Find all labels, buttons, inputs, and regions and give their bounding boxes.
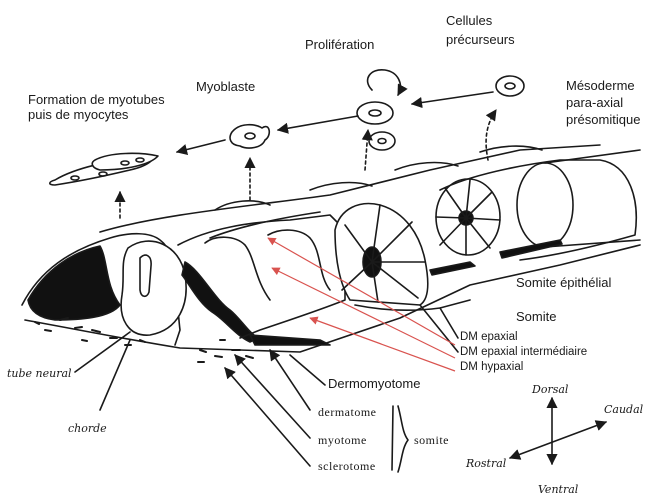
layers-bracket-brace <box>397 405 409 473</box>
leader-dermomyotome <box>289 354 326 386</box>
body-bottom-edge <box>24 244 641 353</box>
dermomyotome-ridge <box>209 211 321 239</box>
black-stripe <box>181 261 259 343</box>
leader-myotome <box>234 354 311 439</box>
neural-tube-shape <box>120 240 187 336</box>
mesoderm-cell-icon <box>495 75 525 97</box>
ventral-label: Ventral <box>538 483 579 496</box>
somite-spokes <box>341 204 426 303</box>
leader-sclerotome <box>224 367 311 467</box>
red-arrow-3 <box>309 316 456 372</box>
myocytes-icon <box>48 152 159 186</box>
dermomyotome-label: Dermomyotome <box>328 376 421 391</box>
somite-side <box>354 299 471 311</box>
myoblaste-label: Myoblaste <box>196 79 256 94</box>
ridge-2 <box>309 181 373 191</box>
mesoderme-label-1: Mésoderme <box>566 78 635 93</box>
layers-bracket-left <box>391 405 394 471</box>
arrow-precursors-to-myoblast <box>276 115 359 134</box>
dorsal-label: Dorsal <box>532 383 569 396</box>
dm-epaxial-intermediaire-label: DM epaxial intermédiaire <box>460 346 588 358</box>
dermatome-label: dermatome <box>318 405 377 419</box>
ridge-4 <box>479 145 543 153</box>
caudal-label: Caudal <box>604 403 644 416</box>
dashed-arrow-3 <box>361 128 373 171</box>
dm-line-2 <box>419 304 459 353</box>
myoblast-icon <box>229 123 271 149</box>
epithelial-spokes <box>435 179 501 256</box>
axis-rostral-caudal <box>508 420 608 460</box>
mesoderme-label-2: para-axial <box>566 95 624 110</box>
left-black-mass <box>27 245 121 321</box>
cellules-label-1: Cellules <box>446 13 493 28</box>
sclerotome-label: sclerotome <box>318 459 376 473</box>
proliferation-label: Prolifération <box>305 37 375 52</box>
mesoderme-label-3: présomitique <box>566 112 641 127</box>
ridge-1 <box>214 200 271 211</box>
chorde-label: chorde <box>68 422 107 435</box>
tube-neural-label: tube neural <box>7 367 72 380</box>
dm-hypaxial-label: DM hypaxial <box>460 361 524 373</box>
arrow-myoblast-to-myocytes <box>175 139 226 155</box>
ventral-stripe-2 <box>429 261 476 276</box>
rostral-label: Rostral <box>466 457 507 470</box>
somite-group-label: somite <box>414 433 449 447</box>
ridge-3 <box>394 161 459 171</box>
somite-label: Somite <box>516 309 557 324</box>
proliferation-arrow <box>366 69 408 96</box>
leader-tube-neural <box>74 331 131 373</box>
red-arrow-1 <box>267 237 456 346</box>
somite-epithelial-label: Somite épithélial <box>516 275 612 290</box>
neural-canal <box>139 254 152 298</box>
dm-line-1 <box>439 307 459 339</box>
leader-chorde <box>99 339 131 411</box>
formation-label: Formation de myotubes puis de myocytes <box>28 92 165 122</box>
flap-1 <box>204 236 271 301</box>
epithelial-body <box>439 159 638 261</box>
dermomyotome-sheet <box>177 214 346 339</box>
cellules-label-2: précurseurs <box>446 32 515 47</box>
dm-epaxial-label: DM epaxial <box>460 331 518 343</box>
psm-end <box>516 162 574 248</box>
somite-section <box>334 202 429 306</box>
red-arrow-2 <box>271 267 456 359</box>
dashed-arrow-4 <box>485 109 497 161</box>
body-top-edge <box>99 144 601 233</box>
precursor-cells-icon <box>356 101 396 151</box>
leader-dermatome <box>269 349 311 411</box>
arrow-mesoderm-to-precursors <box>410 91 494 109</box>
psm-body <box>544 149 641 248</box>
myotome-label: myotome <box>318 433 367 447</box>
ventral-stripe-1 <box>249 334 331 346</box>
ventral-stripe-3 <box>499 239 563 259</box>
flap-2 <box>267 229 331 291</box>
